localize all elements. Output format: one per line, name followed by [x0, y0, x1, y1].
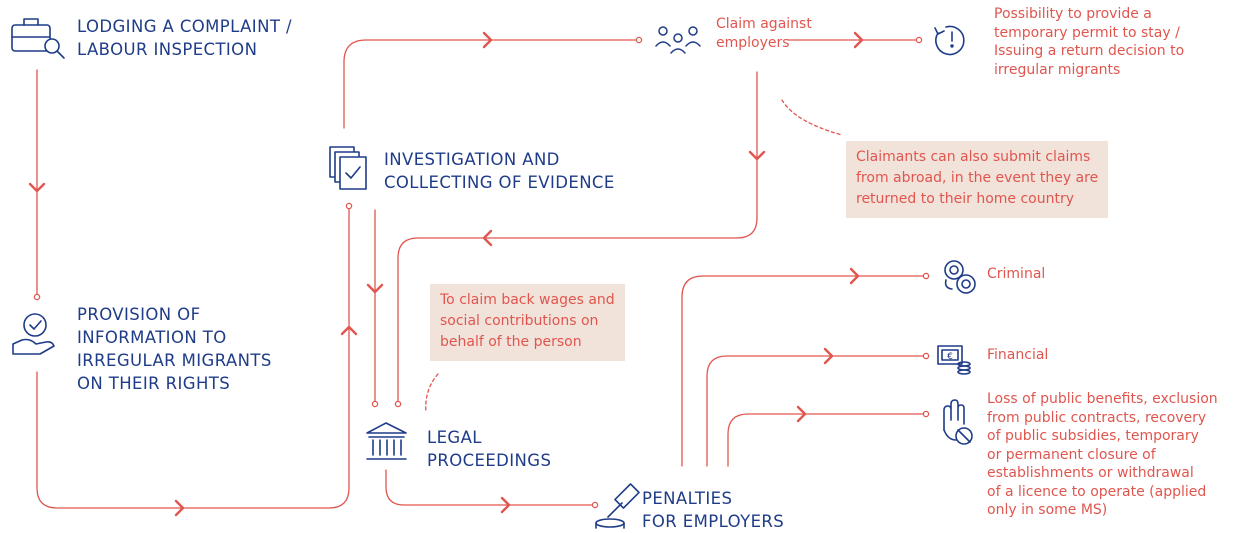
node-penalties: PENALTIES FOR EMPLOYERS	[642, 487, 784, 533]
hand-check-icon	[12, 313, 55, 355]
outcome-permit-line-4: irregular migrants	[994, 61, 1121, 78]
node-provision-line-3: IRREGULAR MIGRANTS	[77, 351, 272, 370]
node-complaint-line-2: LABOUR INSPECTION	[77, 40, 258, 59]
connector-claim-to-legal	[394, 71, 766, 408]
node-investigation: INVESTIGATION AND COLLECTING OF EVIDENCE	[384, 148, 615, 194]
node-investigation-line-1: INVESTIGATION AND	[384, 150, 560, 169]
node-legal: LEGAL PROCEEDINGS	[427, 426, 551, 472]
documents-check-icon	[329, 146, 367, 190]
connector-penalties-to-criminal	[681, 267, 930, 467]
outcome-claim-line-1: Claim against	[716, 16, 812, 32]
node-complaint: LODGING A COMPLAINT / LABOUR INSPECTION	[77, 15, 292, 61]
outcome-loss-line-5: establishments or withdrawal	[987, 465, 1194, 481]
outcome-loss: Loss of public benefits, exclusion from …	[987, 390, 1218, 520]
svg-text:€: €	[947, 352, 953, 362]
people-group-icon	[655, 26, 701, 54]
node-provision: PROVISION OF INFORMATION TO IRREGULAR MI…	[77, 303, 272, 395]
note-claims-abroad: Claimants can also submit claims from ab…	[846, 141, 1109, 218]
connector-complaint-to-provision	[28, 69, 46, 301]
outcome-claim-line-2: employers	[716, 34, 790, 51]
connector-provision-to-investigation	[36, 202, 358, 517]
outcome-loss-line-6: of a licence to operate (applied	[987, 483, 1207, 500]
outcome-loss-line-3: of public subsidies, temporary	[987, 428, 1199, 444]
note-claims-abroad-line-1: Claimants can also submit claims	[856, 149, 1091, 165]
briefcase-search-icon	[11, 18, 65, 59]
outcome-permit-line-1: Possibility to provide a	[994, 6, 1152, 22]
clock-exclamation-icon	[934, 25, 965, 56]
node-penalties-line-1: PENALTIES	[642, 489, 733, 508]
outcome-loss-line-4: or permanent closure of	[987, 446, 1156, 463]
gavel-icon	[595, 483, 640, 529]
dashed-note-connector	[781, 99, 843, 136]
node-penalties-line-2: FOR EMPLOYERS	[642, 512, 785, 531]
outcome-loss-line-2: from public contracts, recovery	[987, 409, 1207, 426]
note-claim-wages-line-3: behalf of the person	[440, 334, 582, 350]
outcome-permit: Possibility to provide a temporary permi…	[994, 5, 1184, 79]
node-provision-line-1: PROVISION OF	[77, 305, 201, 324]
node-provision-line-4: ON THEIR RIGHTS	[77, 374, 231, 393]
connector-investigation-to-claim	[343, 31, 643, 129]
connector-legal-to-penalties	[385, 469, 599, 514]
note-claims-abroad-line-3: returned to their home country	[856, 191, 1075, 207]
hand-prohibited-icon	[943, 399, 973, 445]
connector-penalties-to-loss	[727, 405, 930, 467]
outcome-loss-line-1: Loss of public benefits, exclusion	[987, 391, 1218, 407]
outcome-claim: Claim against employers	[716, 15, 812, 52]
node-complaint-line-1: LODGING A COMPLAINT /	[77, 17, 292, 36]
outcome-permit-line-3: Issuing a return decision to	[994, 43, 1185, 59]
connector-claim-to-permit	[787, 31, 923, 49]
note-claim-wages-line-2: social contributions on	[440, 313, 599, 329]
node-investigation-line-2: COLLECTING OF EVIDENCE	[384, 173, 615, 192]
note-claim-wages-line-1: To claim back wages and	[440, 292, 615, 308]
outcome-permit-line-2: temporary permit to stay /	[994, 24, 1180, 41]
connector-penalties-to-financial	[706, 347, 930, 467]
node-provision-line-2: INFORMATION TO	[77, 328, 227, 347]
euro-banknote-icon: €	[937, 345, 971, 375]
outcome-financial: Financial	[987, 346, 1048, 365]
outcome-criminal-label: Criminal	[987, 266, 1046, 282]
note-claims-abroad-line-2: from abroad, in the event they are	[856, 170, 1099, 186]
courthouse-icon	[366, 422, 407, 460]
outcome-loss-line-7: only in some MS)	[987, 502, 1108, 518]
note-claim-wages: To claim back wages and social contribut…	[430, 284, 625, 361]
dashed-note-connector	[425, 373, 439, 414]
node-legal-line-1: LEGAL	[427, 428, 482, 447]
connector-investigation-to-legal	[366, 209, 384, 408]
outcome-financial-label: Financial	[987, 347, 1049, 363]
handcuffs-icon	[944, 260, 976, 294]
outcome-criminal: Criminal	[987, 265, 1045, 284]
node-legal-line-2: PROCEEDINGS	[427, 451, 552, 470]
